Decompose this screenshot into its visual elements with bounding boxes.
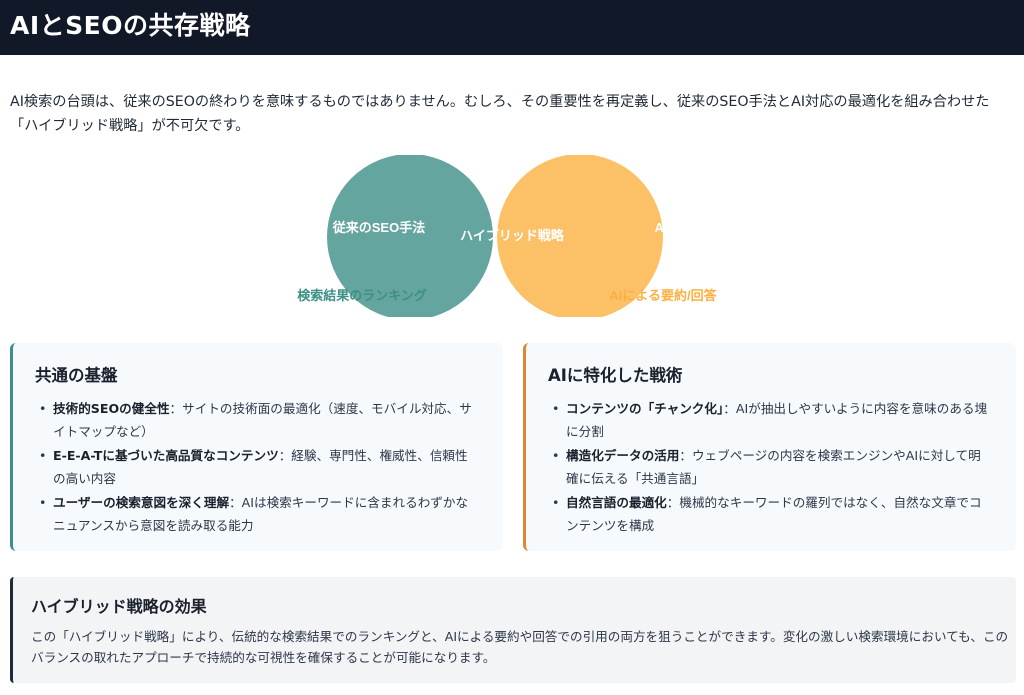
list-item: ユーザーの検索意図を深く理解：AIは検索キーワードに含まれるわずかなニュアンスか… <box>39 491 479 537</box>
common-foundation-title: 共通の基盤 <box>35 366 118 385</box>
page-title: AIとSEOの共存戦略 <box>10 11 251 40</box>
common-foundation-card: 共通の基盤 技術的SEOの健全性：サイトの技術面の最適化（速度、モバイル対応、サ… <box>10 343 503 551</box>
venn-diagram: 従来のSEO手法 AI対応の最適化 ハイブリッド戦略 検索結果のランキング AI… <box>250 150 770 325</box>
page-header: AIとSEOの共存戦略 <box>0 0 1024 55</box>
list-item-term: E-E-A-Tに基づいた高品質なコンテンツ <box>53 448 279 463</box>
hybrid-effect-text: この「ハイブリッド戦略」により、伝統的な検索結果でのランキングと、AIによる要約… <box>31 629 1009 665</box>
list-item: 自然言語の最適化：機械的なキーワードの羅列ではなく、自然な文章でコンテンツを構成 <box>552 491 992 537</box>
venn-right-caption: AIによる要約/回答 <box>609 288 717 303</box>
venn-left-circle <box>327 155 493 317</box>
intro-paragraph: AI検索の台頭は、従来のSEOの終わりを意味するものではありません。むしろ、その… <box>10 94 990 134</box>
ai-tactics-title: AIに特化した戦術 <box>548 366 683 385</box>
list-item-term: 構造化データの活用 <box>566 448 680 463</box>
list-item-text: ：機械的なキーワードの羅列ではなく、自然な文章でコンテンツを構成 <box>566 495 982 533</box>
list-item-text: ：サイトの技術面の最適化（速度、モバイル対応、サイトマップなど） <box>53 401 472 439</box>
venn-left-label: 従来のSEO手法 <box>332 220 425 235</box>
venn-center-label: ハイブリッド戦略 <box>460 228 565 243</box>
list-item-term: 技術的SEOの健全性 <box>53 401 170 416</box>
list-item-text: ：AIは検索キーワードに含まれるわずかなニュアンスから意図を読み取る能力 <box>53 495 469 533</box>
common-foundation-list: 技術的SEOの健全性：サイトの技術面の最適化（速度、モバイル対応、サイトマップな… <box>39 397 479 538</box>
list-item-text: ：ウェブページの内容を検索エンジンやAIに対して明確に伝える「共通言語」 <box>566 448 981 486</box>
venn-left-caption: 検索結果のランキング <box>297 288 427 303</box>
ai-tactics-card: AIに特化した戦術 コンテンツの「チャンク化」：AIが抽出しやすいように内容を意… <box>523 343 1016 551</box>
list-item-term: 自然言語の最適化 <box>566 495 667 510</box>
list-item: 構造化データの活用：ウェブページの内容を検索エンジンやAIに対して明確に伝える「… <box>552 444 992 490</box>
list-item-text: ：AIが抽出しやすいように内容を意味のある塊に分割 <box>566 401 988 439</box>
venn-right-circle <box>497 155 663 317</box>
list-item-term: ユーザーの検索意図を深く理解 <box>53 495 230 510</box>
list-item: E-E-A-Tに基づいた高品質なコンテンツ：経験、専門性、権威性、信頼性の高い内… <box>39 444 479 490</box>
hybrid-effect-box: ハイブリッド戦略の効果 この「ハイブリッド戦略」により、伝統的な検索結果でのラン… <box>10 577 1016 683</box>
list-item: 技術的SEOの健全性：サイトの技術面の最適化（速度、モバイル対応、サイトマップな… <box>39 397 479 443</box>
venn-right-label: AI対応の最適化 <box>654 220 745 235</box>
hybrid-effect-title: ハイブリッド戦略の効果 <box>31 597 207 616</box>
list-item-text: ：経験、専門性、権威性、信頼性の高い内容 <box>53 448 468 486</box>
list-item: コンテンツの「チャンク化」：AIが抽出しやすいように内容を意味のある塊に分割 <box>552 397 992 443</box>
ai-tactics-list: コンテンツの「チャンク化」：AIが抽出しやすいように内容を意味のある塊に分割 構… <box>552 397 992 538</box>
list-item-term: コンテンツの「チャンク化」 <box>566 401 724 416</box>
